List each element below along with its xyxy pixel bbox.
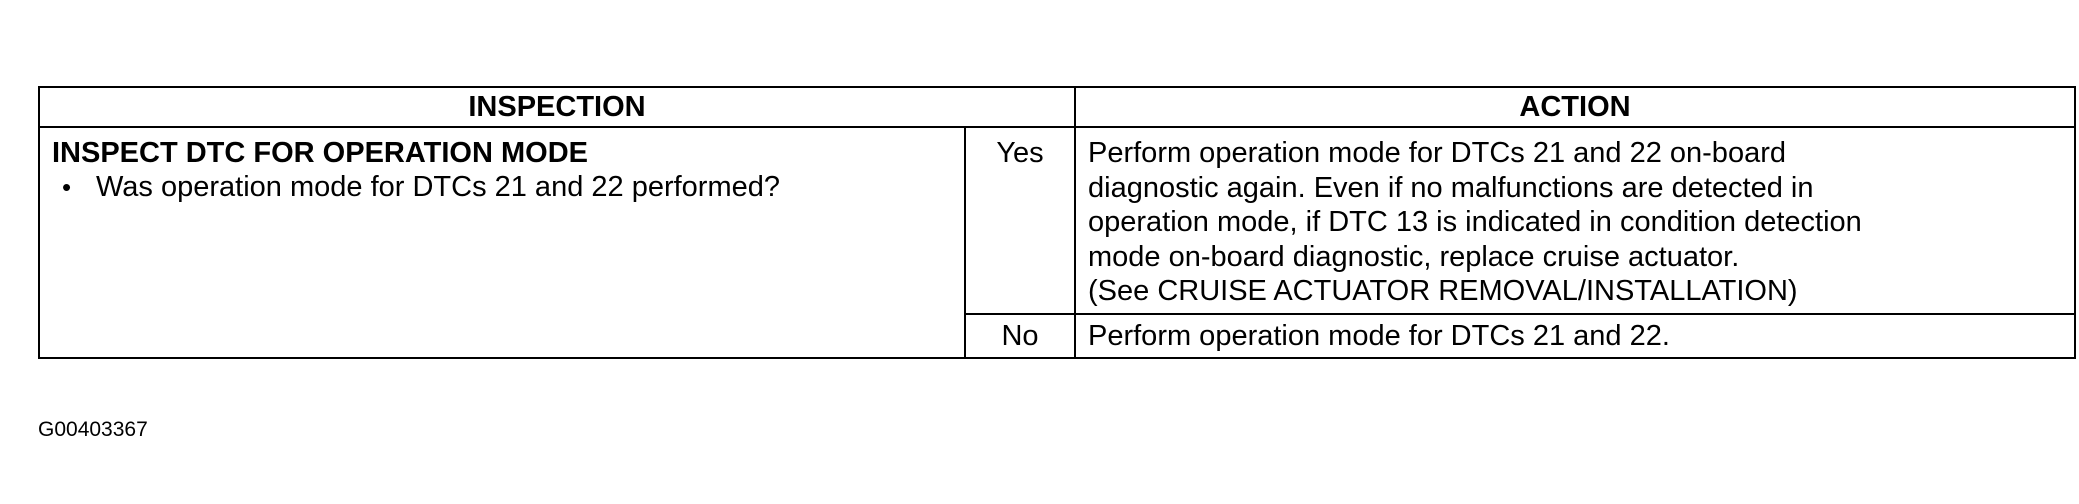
bullet-icon: • [62,172,72,202]
step-title: INSPECT DTC FOR OPERATION MODE [52,137,588,169]
question-text: Was operation mode for DTCs 21 and 22 pe… [96,171,780,203]
action-yes-line: mode on-board diagnostic, replace cruise… [1088,240,1740,273]
action-yes-line: diagnostic again. Even if no malfunction… [1088,171,1814,204]
action-no-line: Perform operation mode for DTCs 21 and 2… [1088,319,1670,352]
answer-no: No [964,312,1076,359]
action-yes: Perform operation mode for DTCs 21 and 2… [1074,126,2076,315]
answer-yes: Yes [964,126,1076,315]
action-no: Perform operation mode for DTCs 21 and 2… [1074,312,2076,359]
question-item: • Was operation mode for DTCs 21 and 22 … [52,170,952,204]
action-yes-line: Perform operation mode for DTCs 21 and 2… [1088,137,1786,169]
header-row: INSPECTION ACTION [38,86,2076,128]
inspection-cell: INSPECT DTC FOR OPERATION MODE • Was ope… [38,126,966,359]
table-row-no: No Perform operation mode for DTCs 21 an… [39,312,2076,359]
inspection-header: INSPECTION [38,86,1076,128]
table-row-yes: INSPECT DTC FOR OPERATION MODE • Was ope… [38,126,2076,359]
action-yes-line: (See CRUISE ACTUATOR REMOVAL/INSTALLATIO… [1088,275,1798,307]
diagnostic-table: INSPECTION ACTION INSPECT DTC FOR OPERAT… [38,86,2076,359]
action-yes-line: operation mode, if DTC 13 is indicated i… [1088,206,1862,238]
figure-id: G00403367 [38,418,148,441]
action-header: ACTION [1074,86,2076,128]
